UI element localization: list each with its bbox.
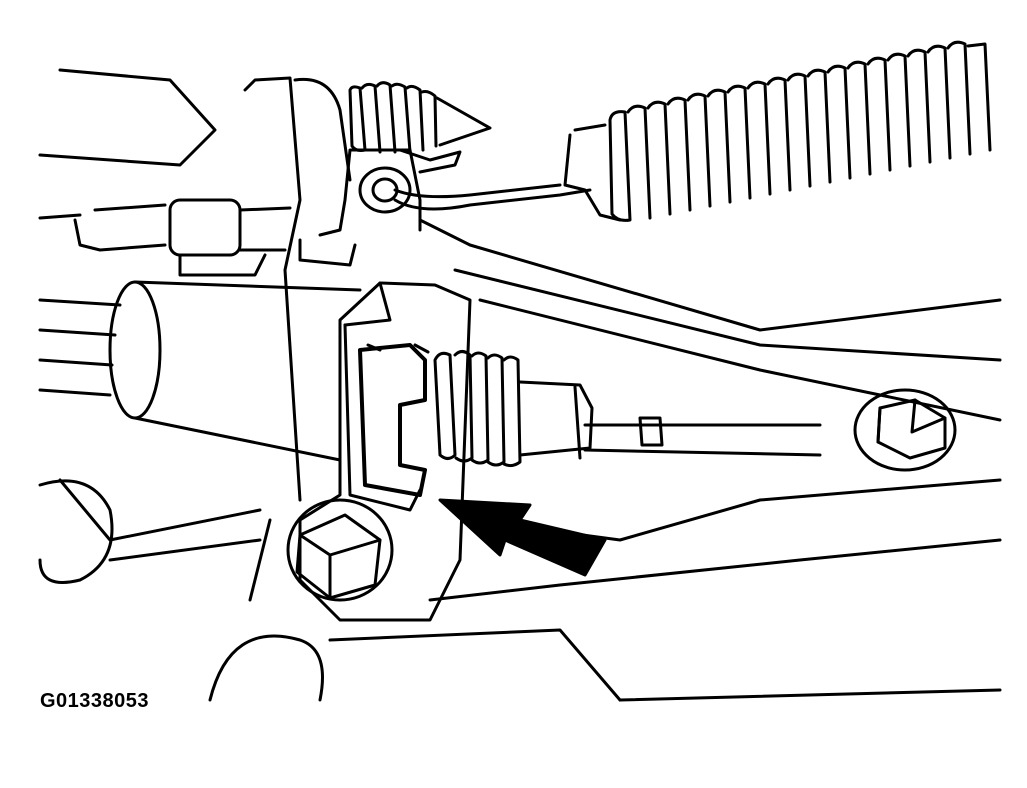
cable-retaining-clip [360, 345, 428, 495]
bracket [300, 150, 470, 620]
mounting-bolt-lower [288, 500, 392, 600]
housing-outline [40, 70, 1000, 700]
parking-brake-cable [75, 200, 820, 455]
large-return-spring [565, 42, 990, 220]
threaded-adjuster [435, 352, 592, 466]
indicator-arrow [440, 500, 605, 575]
spring-hook-cable [360, 168, 590, 212]
cable-conduit [110, 282, 360, 460]
mounting-bolt-right [855, 390, 955, 470]
small-conical-spring [350, 83, 490, 172]
figure-id-label: G01338053 [40, 690, 150, 712]
